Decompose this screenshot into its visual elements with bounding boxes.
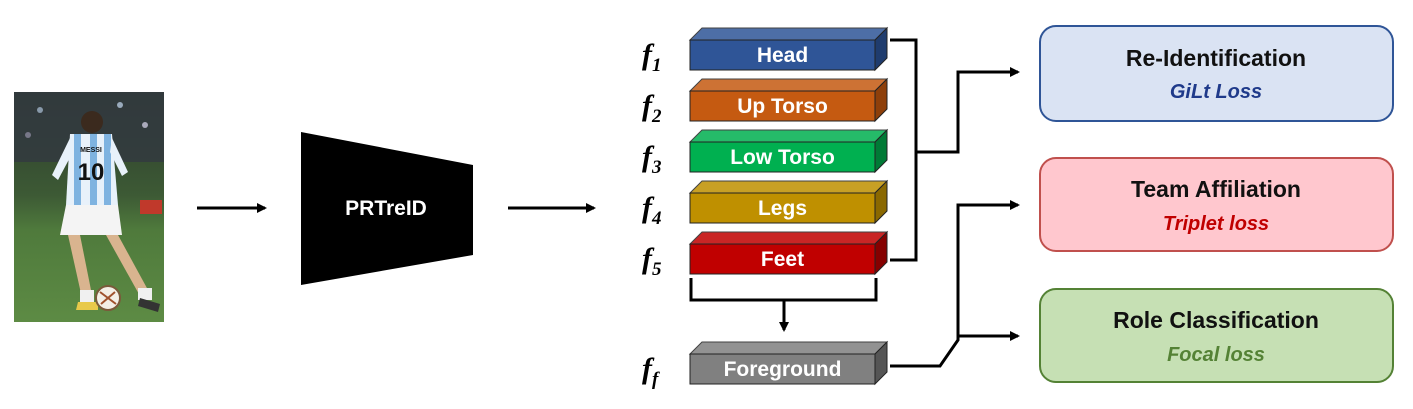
feature-symbol-prefix: f (642, 352, 655, 385)
feature-bar-head-front (689, 39, 876, 71)
feature-bar-up-torso-top (688, 78, 889, 92)
task-box-team (1039, 157, 1394, 252)
parts-right-bracket (890, 38, 918, 262)
feature-symbol-prefix: f (642, 191, 655, 224)
feature-bar-legs-top (688, 180, 889, 194)
arrow-parts-to-reid (916, 67, 1020, 154)
task-loss-role: Focal loss (1167, 344, 1265, 366)
jersey-number: 10 (78, 159, 105, 186)
feature-symbol-ff: ff (642, 352, 660, 390)
arrow-foreground-to-team (890, 200, 1020, 368)
feature-bar-head: Head f1 (642, 26, 889, 76)
feature-symbol-prefix: f (642, 242, 655, 275)
feature-symbol-prefix: f (642, 140, 655, 173)
task-loss-team: Triplet loss (1163, 213, 1269, 235)
feature-symbol-subscript: 5 (652, 259, 662, 280)
feature-bar-low-torso: Low Torso f3 (642, 128, 889, 178)
task-head-role-classification: Role Classification Focal loss (1039, 288, 1394, 383)
feature-symbol-subscript: 2 (651, 106, 662, 127)
feature-bar-head-label: Head (757, 44, 808, 67)
task-title-reid: Re-Identification (1126, 45, 1306, 71)
prtreid-network-block: PRTreID (301, 132, 473, 285)
feature-bar-legs-front (689, 192, 876, 224)
task-head-team-affiliation: Team Affiliation Triplet loss (1039, 157, 1394, 252)
feature-bar-feet-top (688, 231, 889, 245)
feature-bar-legs: Legs f4 (642, 179, 889, 229)
feature-bar-low-torso-front (689, 141, 876, 173)
task-loss-reid: GiLt Loss (1170, 81, 1262, 103)
feature-bar-foreground-front (689, 353, 876, 385)
network-label: PRTreID (345, 197, 427, 220)
jersey-name: MESSI (80, 147, 102, 154)
feature-symbol-subscript: 1 (652, 55, 662, 76)
task-title-team: Team Affiliation (1131, 176, 1301, 202)
feature-bar-up-torso-label: Up Torso (737, 95, 828, 118)
feature-bar-low-torso-label: Low Torso (730, 146, 835, 169)
feature-symbol-subscript: 4 (651, 208, 662, 229)
feature-bar-up-torso: Up Torso f2 (642, 77, 889, 127)
feature-bar-legs-label: Legs (758, 197, 807, 220)
task-head-reidentification: Re-Identification GiLt Loss (1039, 25, 1394, 122)
feature-symbol-f5: f5 (642, 242, 662, 280)
task-box-reid (1039, 25, 1394, 122)
parts-bracket (689, 278, 878, 302)
feature-bar-head-top (688, 27, 889, 41)
feature-symbol-f1: f1 (642, 38, 662, 76)
soccer-player-photo: MESSI 10 (14, 92, 164, 322)
task-box-role (1039, 288, 1394, 383)
feature-symbol-prefix: f (642, 38, 655, 71)
feature-symbol-f2: f2 (642, 89, 662, 127)
task-title-role: Role Classification (1113, 307, 1319, 333)
feature-bar-foreground-top (688, 341, 889, 355)
feature-bar-up-torso-front (689, 90, 876, 122)
feature-bar-foreground: Foreground ff (642, 340, 889, 390)
feature-symbol-f4: f4 (642, 191, 662, 229)
feature-bar-foreground-label: Foreground (724, 358, 842, 381)
feature-symbol-subscript: f (652, 369, 660, 390)
feature-symbol-subscript: 3 (651, 157, 662, 178)
feature-bar-low-torso-top (688, 129, 889, 143)
feature-bar-feet-label: Feet (761, 248, 804, 271)
feature-bars: Head f1 Up Torso f2 Low Torso f3 Legs f4 (642, 26, 889, 390)
feature-symbol-f3: f3 (642, 140, 662, 178)
feature-bar-feet: Feet f5 (642, 230, 889, 280)
feature-symbol-prefix: f (642, 89, 655, 122)
feature-bar-feet-front (689, 243, 876, 275)
